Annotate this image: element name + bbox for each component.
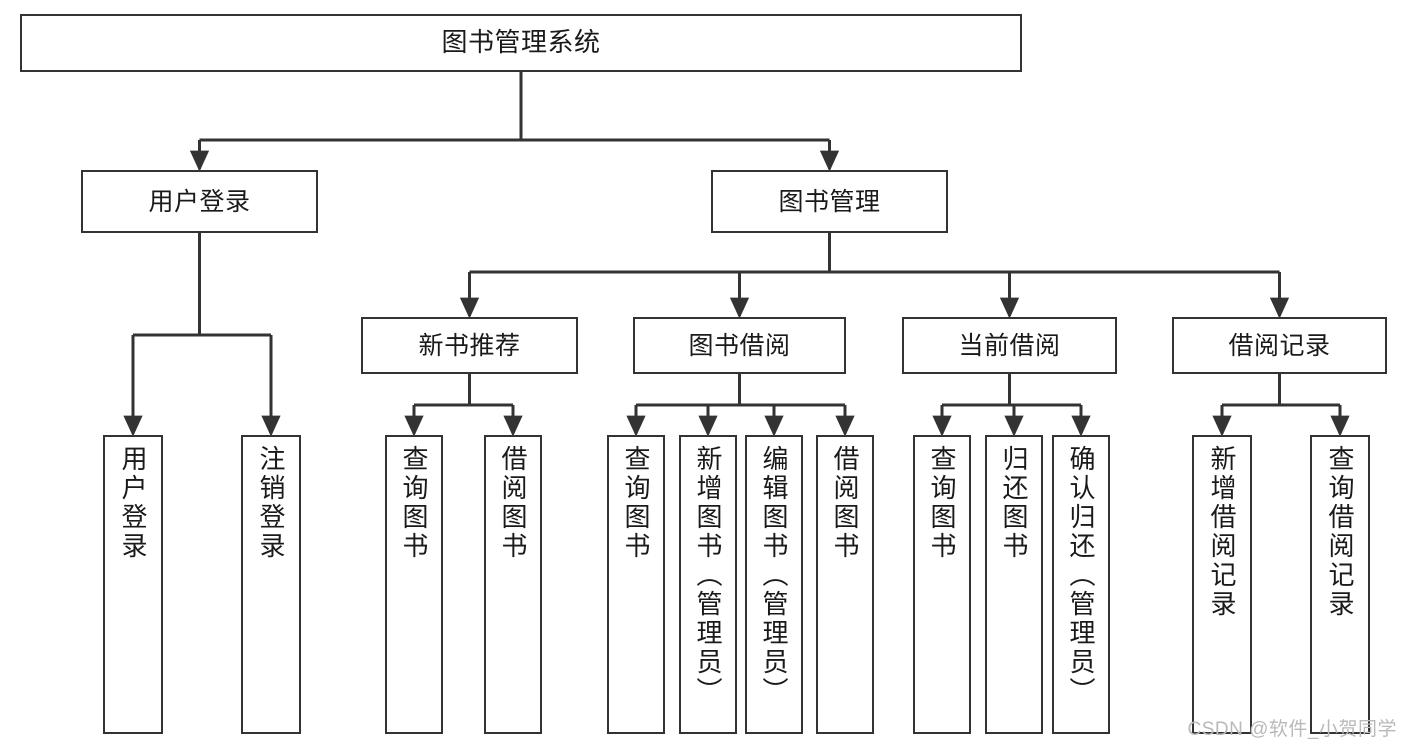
leaf-confirm-return[interactable]: 确认归还（管理员） (1052, 435, 1110, 734)
node-label: 新增图书（管理员） (693, 445, 723, 706)
node-label: 图书借阅 (688, 331, 791, 360)
node-book-borrow[interactable]: 图书借阅 (633, 317, 846, 374)
node-label: 借阅图书 (830, 445, 860, 561)
node-user-login[interactable]: 用户登录 (81, 170, 318, 233)
node-label: 新增借阅记录 (1207, 445, 1237, 619)
leaf-logout[interactable]: 注销登录 (241, 435, 301, 734)
node-label: 确认归还（管理员） (1066, 445, 1096, 706)
node-current-borrow[interactable]: 当前借阅 (902, 317, 1117, 374)
node-label: 查询图书 (621, 445, 651, 561)
node-label: 查询图书 (399, 445, 429, 561)
leaf-user-login[interactable]: 用户登录 (103, 435, 163, 734)
node-label: 新书推荐 (418, 331, 521, 360)
node-book-manage[interactable]: 图书管理 (711, 170, 948, 233)
leaf-add-book[interactable]: 新增图书（管理员） (679, 435, 737, 734)
node-label: 图书管理 (778, 187, 881, 216)
node-label: 借阅记录 (1228, 331, 1331, 360)
node-label: 查询借阅记录 (1325, 445, 1355, 619)
node-label: 注销登录 (256, 445, 286, 561)
leaf-query-borrow-record[interactable]: 查询借阅记录 (1310, 435, 1370, 734)
node-label: 归还图书 (999, 445, 1029, 561)
node-root-system[interactable]: 图书管理系统 (20, 14, 1022, 72)
node-label: 用户登录 (118, 445, 148, 561)
node-label: 查询图书 (927, 445, 957, 561)
leaf-query-book-3[interactable]: 查询图书 (913, 435, 971, 734)
node-label: 借阅图书 (498, 445, 528, 561)
node-new-book-recommend[interactable]: 新书推荐 (361, 317, 578, 374)
node-label: 用户登录 (148, 187, 251, 216)
leaf-query-book-2[interactable]: 查询图书 (607, 435, 665, 734)
node-label: 当前借阅 (958, 331, 1061, 360)
leaf-return-book[interactable]: 归还图书 (985, 435, 1043, 734)
node-label: 编辑图书（管理员） (759, 445, 789, 706)
leaf-borrow-book-2[interactable]: 借阅图书 (816, 435, 874, 734)
node-borrow-record[interactable]: 借阅记录 (1172, 317, 1387, 374)
leaf-query-book-1[interactable]: 查询图书 (385, 435, 443, 734)
leaf-edit-book[interactable]: 编辑图书（管理员） (745, 435, 803, 734)
leaf-add-borrow-record[interactable]: 新增借阅记录 (1192, 435, 1252, 734)
node-label: 图书管理系统 (441, 27, 601, 58)
leaf-borrow-book-1[interactable]: 借阅图书 (484, 435, 542, 734)
